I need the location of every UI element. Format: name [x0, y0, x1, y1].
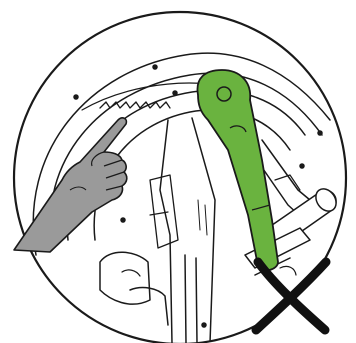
rivet: [121, 218, 125, 222]
rivet: [153, 65, 157, 69]
rivet: [74, 95, 78, 99]
rivet: [300, 164, 304, 168]
center-post-inner: [185, 255, 186, 343]
center-post-inner: [196, 258, 197, 343]
rivet: [173, 91, 177, 95]
rivet: [318, 131, 322, 135]
rivet: [202, 323, 206, 327]
